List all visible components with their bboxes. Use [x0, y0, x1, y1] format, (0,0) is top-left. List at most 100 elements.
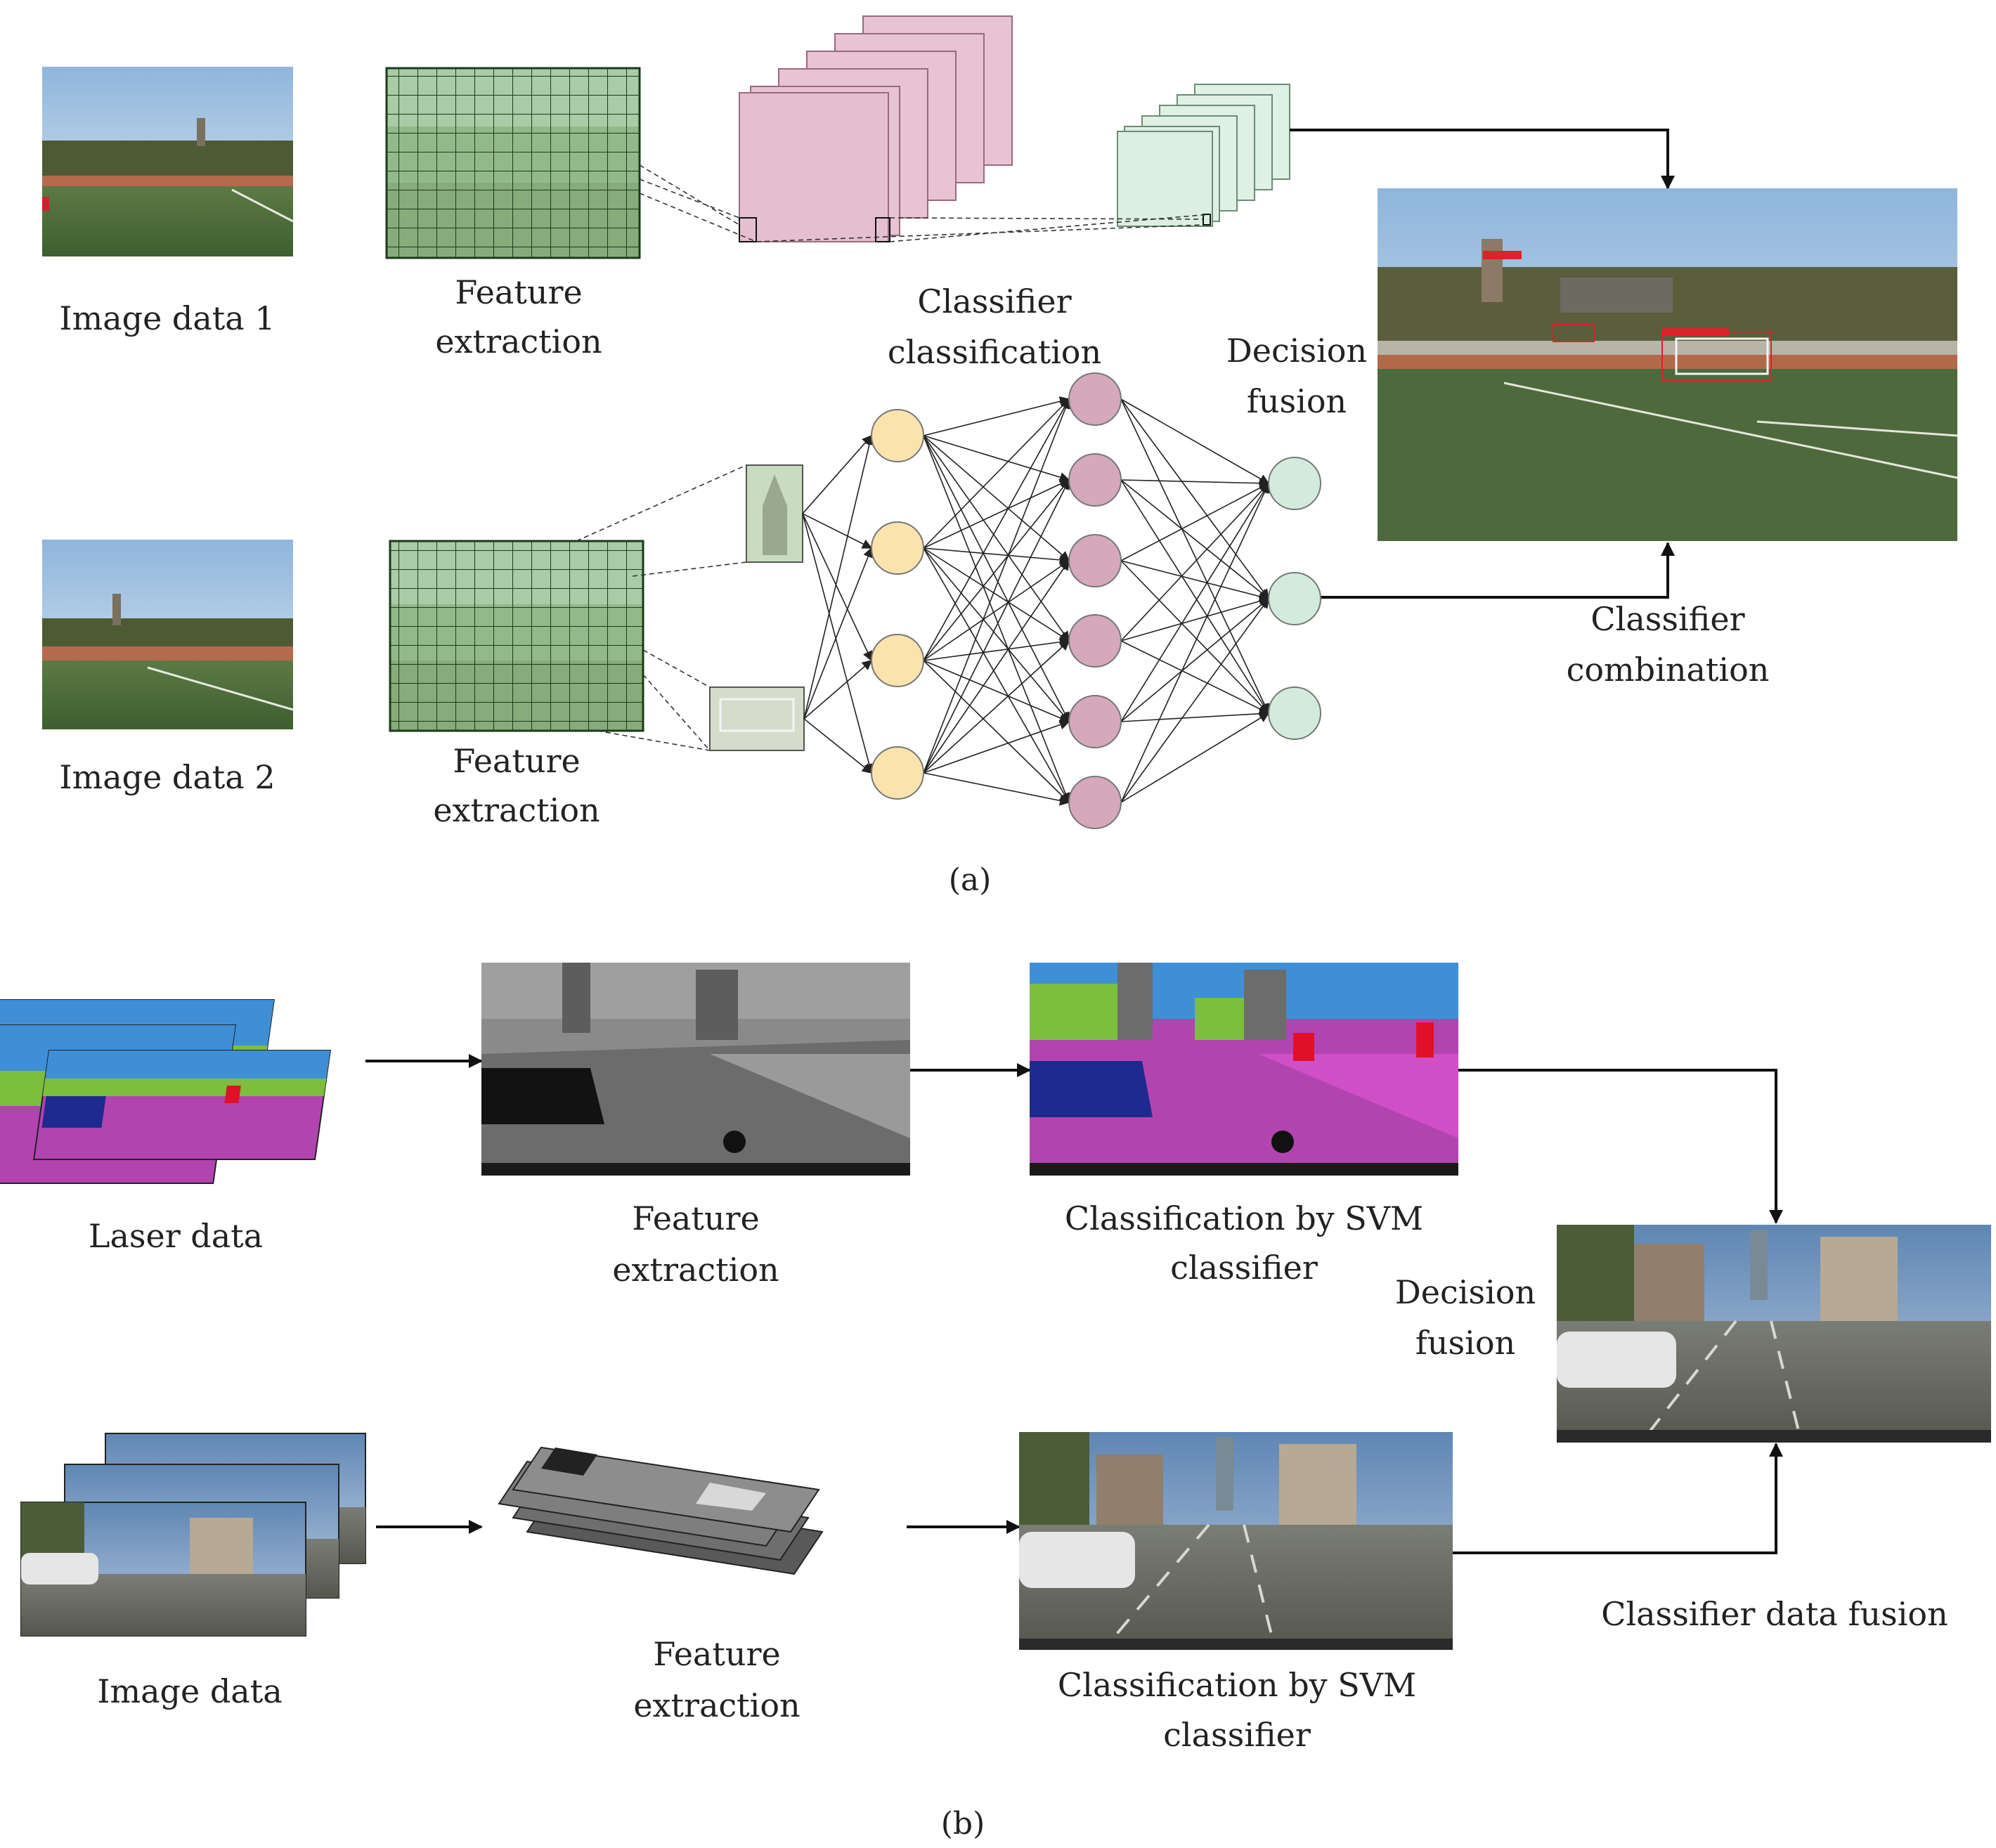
network-edge: [923, 547, 1070, 723]
classifier-classification-line2: classification: [888, 333, 1101, 371]
network-edge: [923, 547, 1070, 566]
network-edge: [923, 547, 1070, 642]
network-edge: [1120, 597, 1269, 803]
feature-grid-1: [385, 67, 641, 259]
network-edge: [923, 398, 1070, 549]
hidden-node: [1068, 534, 1122, 587]
network-edge: [923, 547, 1070, 804]
network-edge: [1120, 479, 1269, 715]
svm-1-line2: classifier: [1170, 1249, 1318, 1287]
network-edge: [1120, 708, 1270, 722]
patch-tower: [746, 464, 803, 563]
network-edge: [803, 434, 875, 720]
network-edge: [1120, 482, 1269, 722]
image-data-1-label: Image data 1: [59, 299, 275, 337]
network-edge: [1120, 640, 1270, 714]
network-edge: [923, 559, 1070, 774]
network-edge: [803, 660, 873, 720]
laser-data-label: Laser data: [89, 1217, 263, 1255]
image-data-2-label: Image data 2: [59, 758, 275, 796]
svm-1-line1: Classification by SVM: [1065, 1199, 1423, 1237]
network-edge: [923, 398, 1070, 661]
neural-network: [802, 372, 1321, 829]
network-edge: [1120, 478, 1270, 488]
output-node: [1268, 457, 1321, 510]
fused-output-image-a: [1378, 188, 1958, 541]
network-edge: [1120, 712, 1270, 803]
panel-a: Image data 1 Feature extraction: [42, 15, 1958, 898]
network-edge: [1120, 482, 1269, 642]
patch-goal: [709, 687, 805, 751]
classifier-data-fusion-label: Classifier data fusion: [1601, 1595, 1948, 1633]
input-node: [871, 409, 924, 462]
input-node: [871, 521, 924, 575]
classifier-classification-line1: Classifier: [917, 282, 1071, 320]
network-edge: [1120, 596, 1270, 642]
network-edge: [923, 435, 1070, 804]
fused-output-image-b: [1557, 1225, 1991, 1443]
network-edge: [1120, 398, 1269, 600]
network-edge: [923, 660, 1070, 723]
svm-2-street-image: [1019, 1432, 1453, 1650]
network-edge: [923, 560, 1070, 661]
network-edge: [1120, 483, 1270, 561]
caption-a: (a): [949, 862, 992, 898]
network-edge: [923, 479, 1070, 661]
feature-grid-2: [389, 540, 644, 732]
network-edge: [923, 637, 1070, 661]
arrow-svm-1-to-fusion: [1458, 1069, 1783, 1224]
network-edge: [923, 435, 1070, 561]
network-edge: [802, 513, 874, 774]
network-edge: [1120, 598, 1270, 722]
decision-fusion-a-line1: Decision: [1226, 332, 1367, 370]
network-edge: [1120, 560, 1270, 715]
output-node: [1268, 687, 1321, 740]
decision-fusion-b-line2: fusion: [1415, 1324, 1515, 1362]
hidden-node: [1068, 614, 1122, 668]
feature-extraction-1-line2: extraction: [435, 323, 602, 360]
network-edge: [802, 434, 872, 514]
network-edge: [923, 396, 1070, 436]
network-edge: [803, 547, 873, 720]
output-node: [1268, 572, 1321, 625]
svm-1-segmentation: [1030, 963, 1458, 1176]
network-edge: [803, 718, 873, 774]
network-edge: [802, 513, 873, 662]
feature-extraction-2-line1: Feature: [453, 742, 580, 780]
laser-data-stack: [0, 999, 332, 1184]
feature-extraction-grayscale: [481, 963, 910, 1176]
network-edge: [923, 479, 1070, 774]
image-data-2-photo: [42, 540, 294, 729]
feature-extraction-1-line1: Feature: [455, 273, 582, 311]
caption-b: (b): [941, 1806, 985, 1842]
network-edge: [1120, 398, 1270, 715]
feature-extraction-b2-line1: Feature: [653, 1635, 780, 1673]
hidden-node: [1068, 372, 1122, 426]
hidden-node: [1068, 695, 1122, 748]
decision-fusion-a-line2: fusion: [1247, 382, 1347, 420]
feature-extraction-b2-line2: extraction: [633, 1686, 800, 1724]
feature-extraction-b1-line1: Feature: [632, 1199, 759, 1237]
feature-extraction-grayscale-stack: [498, 1446, 824, 1575]
classifier-combination-line2: combination: [1567, 651, 1770, 689]
feature-maps-small: [1117, 84, 1290, 227]
network-edge: [923, 772, 1070, 806]
arrow-to-fused-image: [1290, 129, 1675, 190]
arrow-svm-2-to-fusion: [1453, 1443, 1783, 1554]
classifier-combination-line1: Classifier: [1590, 600, 1744, 638]
image-data-1-photo: [42, 67, 294, 256]
input-node: [871, 746, 924, 800]
network-edge: [923, 398, 1071, 774]
panel-b: Laser data Feature extraction: [0, 963, 1991, 1842]
network-edge: [923, 435, 1070, 723]
network-edge: [923, 435, 1070, 642]
network-edge: [802, 513, 873, 549]
feature-maps-large: [739, 15, 1013, 242]
image-data-label: Image data: [97, 1672, 282, 1710]
arrow-classifier-combination: [1320, 542, 1675, 599]
network-edge: [923, 660, 1070, 804]
hidden-node: [1068, 776, 1122, 829]
image-data-stack: [20, 1433, 366, 1636]
decision-fusion-b-line1: Decision: [1395, 1273, 1536, 1311]
